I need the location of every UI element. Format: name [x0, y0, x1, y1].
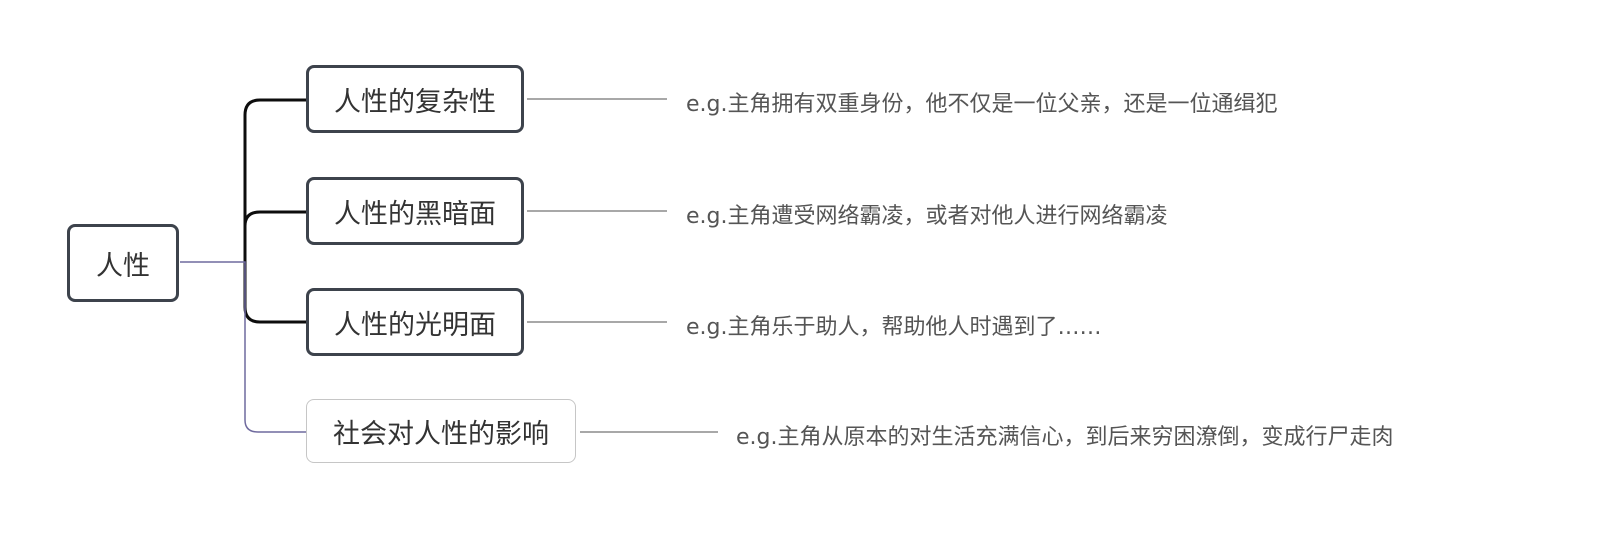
example-note-1: e.g.主角拥有双重身份，他不仅是一位父亲，还是一位通缉犯 — [686, 92, 1278, 117]
root-node[interactable]: 人性 — [67, 224, 179, 302]
branch-node-bright-side[interactable]: 人性的光明面 — [306, 288, 524, 356]
branch-node-social-influence[interactable]: 社会对人性的影响 — [306, 399, 576, 463]
example-note-2: e.g.主角遭受网络霸凌，或者对他人进行网络霸凌 — [686, 204, 1168, 229]
connector-root-to-branch-3 — [243, 262, 310, 324]
example-note-3: e.g.主角乐于助人，帮助他人时遇到了…… — [686, 315, 1102, 340]
branch-node-complexity[interactable]: 人性的复杂性 — [306, 65, 524, 133]
branch-node-label: 人性的复杂性 — [334, 86, 496, 118]
connector-root-to-branch-2 — [243, 210, 310, 262]
branch-node-label: 人性的黑暗面 — [334, 198, 496, 230]
branch-node-label: 社会对人性的影响 — [333, 418, 549, 450]
root-node-label: 人性 — [96, 250, 150, 282]
branch-node-label: 人性的光明面 — [334, 309, 496, 341]
connector-root-to-branch-1 — [243, 98, 310, 262]
branch-node-dark-side[interactable]: 人性的黑暗面 — [306, 177, 524, 245]
example-note-4: e.g.主角从原本的对生活充满信心，到后来穷困潦倒，变成行尸走肉 — [736, 425, 1394, 450]
connector-root-to-branch-4 — [180, 261, 310, 433]
